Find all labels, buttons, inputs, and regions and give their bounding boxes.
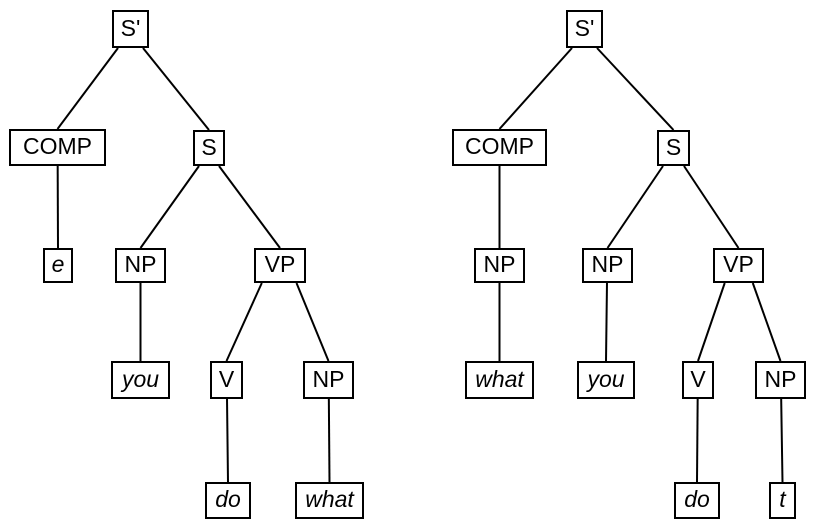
tree-node-label: COMP (23, 133, 92, 159)
tree-edge (697, 282, 726, 362)
tree-node-label: what (475, 365, 524, 392)
tree-node-label: S' (120, 14, 141, 41)
tree-node-you: you (111, 361, 170, 399)
tree-node-you: you (577, 361, 635, 399)
tree-node-label: NP (591, 251, 624, 277)
tree-node-v: V (210, 361, 243, 399)
tree-edge (226, 398, 229, 483)
tree-edge (683, 165, 740, 249)
tree-node-label: what (305, 486, 354, 512)
tree-node-label: e (51, 251, 65, 277)
tree-node-e: e (43, 248, 73, 283)
tree-node-label: S (665, 133, 682, 160)
tree-node-label: NP (764, 365, 797, 392)
tree-node-do: do (205, 482, 251, 519)
tree-edge (142, 47, 210, 131)
tree-edge (56, 47, 119, 130)
tree-node-label: S' (574, 14, 595, 41)
tree-node-label: V (690, 365, 706, 392)
tree-node-comp: COMP (9, 129, 106, 166)
tree-edge (139, 165, 200, 249)
tree-edge (596, 47, 675, 131)
tree-node-label: COMP (465, 133, 534, 159)
tree-node-what: what (295, 482, 364, 519)
tree-node-np: NP (303, 361, 354, 399)
tree-edge (780, 398, 784, 483)
tree-node-label: S (201, 133, 217, 160)
tree-edge (295, 282, 330, 362)
tree-node-np: NP (755, 361, 806, 399)
tree-node-label: NP (483, 251, 516, 277)
tree-edge (751, 282, 782, 362)
tree-node-s: S (657, 130, 690, 166)
tree-node-s: S (193, 130, 225, 166)
tree-node-v: V (682, 361, 714, 399)
tree-node-vp: VP (713, 248, 764, 283)
tree-node-label: you (587, 365, 625, 392)
tree-node-label: do (684, 486, 710, 512)
tree-node-label: V (218, 365, 235, 392)
tree-node-np: NP (115, 248, 166, 283)
tree-node-label: you (121, 365, 160, 392)
tree-node-vp: VP (254, 248, 306, 283)
tree-node-sbar: S' (566, 10, 603, 48)
tree-edge (696, 398, 699, 483)
tree-node-t: t (769, 482, 796, 519)
tree-node-np: NP (582, 248, 633, 283)
tree-node-np: NP (474, 248, 525, 283)
tree-node-label: do (215, 486, 241, 512)
tree-edge (498, 47, 573, 130)
tree-edge (606, 165, 664, 249)
tree-node-sbar: S' (112, 10, 149, 48)
tree-edge (218, 165, 281, 249)
tree-node-what: what (465, 361, 534, 399)
tree-node-label: t (779, 486, 786, 512)
tree-node-label: NP (312, 365, 345, 392)
tree-edge (327, 398, 331, 483)
tree-node-do: do (674, 482, 720, 519)
tree-node-comp: COMP (452, 129, 547, 166)
tree-node-label: VP (723, 251, 754, 277)
tree-edge (605, 282, 608, 362)
tree-node-label: VP (264, 251, 296, 277)
tree-node-label: NP (124, 251, 157, 277)
tree-edge (225, 282, 263, 362)
